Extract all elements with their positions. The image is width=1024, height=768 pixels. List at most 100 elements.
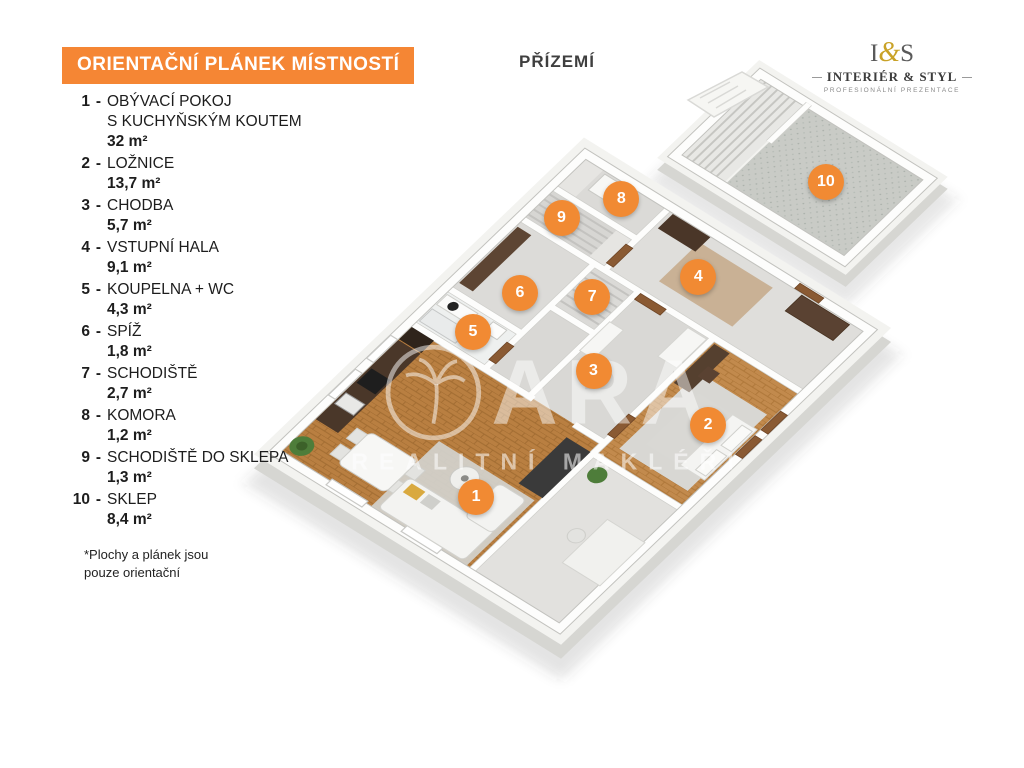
room-marker-5: 5 xyxy=(454,313,491,350)
cellar-building xyxy=(657,60,948,287)
legend-item-2: 2-LOŽNICE 13,7 m² xyxy=(62,154,342,194)
legend-item-name: VSTUPNÍ HALA xyxy=(107,239,219,256)
legend-item-area: 13,7 m² xyxy=(107,175,161,192)
room-marker-7: 7 xyxy=(574,278,611,315)
brand-logo: I&S INTERIÉR & STYL PROFESIONÁLNÍ PREZEN… xyxy=(812,37,972,95)
footnote: *Plochy a plánek jsou pouze orientační xyxy=(84,546,208,582)
legend-item-name: SCHODIŠTĚ xyxy=(107,365,198,382)
legend-item-area: 4,3 m² xyxy=(107,301,152,318)
legend-item-name: CHODBA xyxy=(107,197,174,214)
bedroom-furniture xyxy=(561,343,758,587)
legend-item-number: 3 xyxy=(81,197,90,214)
nightstand xyxy=(697,366,720,384)
room-legend: 1 - OBÝVACÍ POKOJ S KUCHYŇSKÝM KOUTEM 32 m² 2… xyxy=(62,92,342,532)
sofa-pillow-yellow xyxy=(402,483,426,501)
legend-item-number: 7 xyxy=(81,365,90,382)
legend-item-4: 4-VSTUPNÍ HALA 9,1 m² xyxy=(62,238,342,278)
legend-item-10: 10-SKLEP 8,4 m² xyxy=(62,490,342,530)
hala-furniture xyxy=(657,213,851,342)
windows xyxy=(325,334,444,555)
legend-item-name: OBÝVACÍ POKOJ xyxy=(107,93,232,110)
cellar-staircase-block xyxy=(686,71,770,118)
cellar-divider-wall xyxy=(766,102,812,144)
sofa xyxy=(379,478,494,560)
legend-item-name: SKLEP xyxy=(107,491,157,508)
legend-item-dash: - xyxy=(95,155,102,172)
legend-item-number: 6 xyxy=(81,323,90,340)
legend-item-name-2: S KUCHYŇSKÝM KOUTEM xyxy=(107,113,302,130)
legend-item-area: 5,7 m² xyxy=(107,217,152,234)
dining-chair xyxy=(403,463,427,482)
sofa-pillow-gray xyxy=(419,494,441,511)
room-marker-3: 3 xyxy=(575,352,612,389)
legend-item-number: 2 xyxy=(81,155,90,172)
legend-item-area: 8,4 m² xyxy=(107,511,152,528)
legend-item-area: 1,8 m² xyxy=(107,343,152,360)
legend-item-dash: - xyxy=(95,407,102,424)
floor-label: PŘÍZEMÍ xyxy=(519,52,595,71)
cellar-stairs-steps xyxy=(684,80,798,179)
legend-item-name: LOŽNICE xyxy=(107,155,175,172)
legend-item-dash: - xyxy=(95,323,102,340)
legend-item-name: KOMORA xyxy=(107,407,176,424)
room-marker-2: 2 xyxy=(690,407,727,444)
room-marker-1: 1 xyxy=(458,479,495,516)
bath-sink xyxy=(447,301,459,311)
room-marker-4: 4 xyxy=(680,259,717,296)
plant-bedroom xyxy=(587,467,608,484)
door-bath xyxy=(488,341,515,365)
door-bedroom xyxy=(606,413,637,439)
legend-item-number: 1 xyxy=(81,93,90,110)
room-3-floor-chodba xyxy=(529,293,709,442)
legend-item-number: 8 xyxy=(81,407,90,424)
chodba-cabinet-white xyxy=(657,326,708,369)
legend-item-dash: - xyxy=(95,449,102,466)
legend-item-dash: - xyxy=(95,197,102,214)
legend-item-area: 32 m² xyxy=(107,133,148,150)
legend-item-area: 9,1 m² xyxy=(107,259,152,276)
legend-item-8: 8-KOMORA 1,2 m² xyxy=(62,406,342,446)
page-title-banner: ORIENTAČNÍ PLÁNEK MÍSTNOSTÍ xyxy=(62,47,415,84)
legend-item-7: 7-SCHODIŠTĚ 2,7 m² xyxy=(62,364,342,404)
hala-cabinet xyxy=(657,213,711,252)
room-marker-9: 9 xyxy=(543,200,580,237)
kitchen-sink xyxy=(333,392,366,416)
door-balcony-2 xyxy=(734,435,763,460)
brand-name: INTERIÉR & STYL xyxy=(812,69,972,85)
doors xyxy=(488,243,825,460)
room-marker-8: 8 xyxy=(603,180,640,217)
hala-dresser xyxy=(784,294,851,342)
footnote-line-2: pouze orientační xyxy=(84,565,181,580)
legend-item-6: 6-SPÍŽ 1,8 m² xyxy=(62,322,342,362)
legend-item-name: SPÍŽ xyxy=(107,323,142,340)
tv-cabinet xyxy=(518,437,591,499)
footnote-line-1: *Plochy a plánek jsou xyxy=(84,547,209,562)
door-chodba-double xyxy=(633,292,667,316)
legend-item-name: SCHODIŠTĚ DO SKLEPA xyxy=(107,449,289,466)
brand-monogram: I&S xyxy=(869,37,914,68)
legend-item-area: 2,7 m² xyxy=(107,385,152,402)
legend-item-area: 1,2 m² xyxy=(107,427,152,444)
legend-item-number: 4 xyxy=(81,239,90,256)
legend-item-name: KOUPELNA + WC xyxy=(107,281,235,298)
dining-chair xyxy=(329,443,352,462)
legend-item-dash: - xyxy=(95,365,102,382)
legend-item-dash: - xyxy=(95,239,102,256)
wardrobe xyxy=(673,343,730,393)
legend-item-dash: - xyxy=(95,281,102,298)
legend-item-3: 3-CHODBA 5,7 m² xyxy=(62,196,342,236)
legend-item-number: 10 xyxy=(72,491,90,508)
legend-item-dash: - xyxy=(95,491,102,508)
door-entrance xyxy=(794,282,825,304)
dining-chair xyxy=(345,427,369,446)
door-balcony-1 xyxy=(760,410,789,435)
brand-subtitle: PROFESIONÁLNÍ PREZENTACE xyxy=(823,87,961,94)
legend-item-area: 1,3 m² xyxy=(107,469,152,486)
spiz-shelving xyxy=(459,226,532,292)
door-hala-stairs xyxy=(605,243,634,268)
desk xyxy=(561,518,646,587)
desk-chair xyxy=(566,528,586,544)
